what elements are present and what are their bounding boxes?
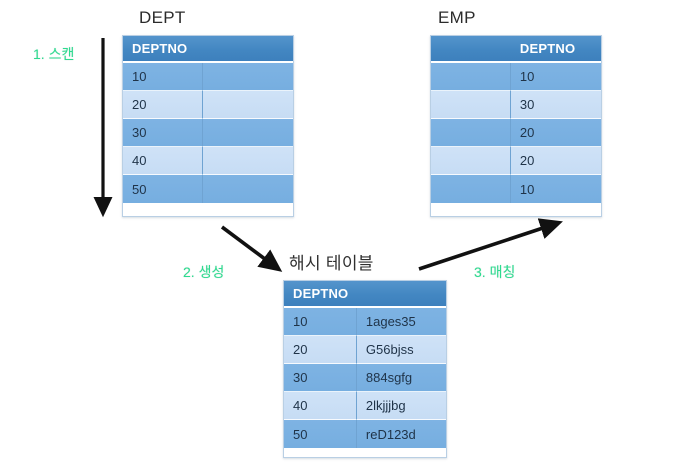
cell-key: 10 [284, 308, 357, 336]
hash-header-row: DEPTNO [284, 281, 446, 308]
cell-key: 20 [284, 336, 357, 364]
cell-value: 50 [123, 175, 203, 203]
dept-header-deptno: DEPTNO [132, 41, 188, 56]
emp-table: DEPTNO 10 30 20 20 10 [430, 35, 602, 217]
cell-value [431, 91, 511, 119]
hash-header-deptno: DEPTNO [293, 286, 349, 301]
step-label-match: 3. 매칭 [474, 264, 516, 280]
table-row: 20 G56bjss [284, 336, 446, 364]
table-row: 10 [123, 63, 293, 91]
cell-value [202, 147, 293, 175]
cell-hash: 884sgfg [356, 364, 446, 392]
table-row: 20 [123, 91, 293, 119]
cell-hash: 1ages35 [356, 308, 446, 336]
emp-header-row: DEPTNO [431, 36, 601, 63]
cell-value: 20 [510, 119, 601, 147]
cell-value [431, 175, 511, 203]
table-row: 20 [431, 147, 601, 175]
dept-header-row: DEPTNO [123, 36, 293, 63]
table-row: 10 1ages35 [284, 308, 446, 336]
emp-header-deptno: DEPTNO [519, 41, 576, 56]
table-row: 50 reD123d [284, 420, 446, 448]
cell-value [202, 91, 293, 119]
cell-value: 20 [123, 91, 203, 119]
step-label-scan: 1. 스캔 [33, 46, 75, 62]
hash-table: DEPTNO 10 1ages35 20 G56bjss 30 884sgfg … [283, 280, 447, 458]
cell-key: 30 [284, 364, 357, 392]
cell-value [431, 63, 511, 91]
table-row: 10 [431, 63, 601, 91]
hash-header-blank [357, 281, 446, 306]
arrow-build-diagonal [220, 225, 283, 272]
table-row: 40 [123, 147, 293, 175]
cell-value: 10 [519, 181, 535, 197]
cell-hash: G56bjss [356, 336, 446, 364]
table-row: 30 [123, 119, 293, 147]
cell-key: 50 [284, 420, 357, 448]
cell-hash: 2lkjjjbg [356, 392, 446, 420]
table-row: 50 [123, 175, 293, 203]
cell-value [431, 119, 511, 147]
dept-header-blank [203, 36, 293, 61]
table-row: 40 2lkjjjbg [284, 392, 446, 420]
cell-value: 10 [510, 63, 601, 91]
table-row: 30 [431, 91, 601, 119]
cell-value: 30 [123, 119, 203, 147]
table-row: 20 [431, 119, 601, 147]
table-row: 10 [431, 175, 601, 203]
cell-value [202, 63, 293, 91]
cell-value: 10 [123, 63, 203, 91]
cell-value [431, 147, 511, 175]
cell-hash: reD123d [365, 426, 416, 442]
cell-value: 40 [123, 147, 203, 175]
dept-table: DEPTNO 10 20 30 40 50 [122, 35, 294, 217]
dept-table-title: DEPT [139, 8, 186, 27]
cell-value [203, 175, 293, 203]
emp-header-blank [431, 36, 511, 61]
table-row: 30 884sgfg [284, 364, 446, 392]
hash-table-title: 해시 테이블 [289, 254, 374, 273]
cell-value: 20 [510, 147, 601, 175]
step-label-build: 2. 생성 [183, 264, 225, 280]
emp-table-title: EMP [438, 8, 476, 27]
cell-value: 30 [510, 91, 601, 119]
cell-key: 40 [284, 392, 357, 420]
cell-value [202, 119, 293, 147]
